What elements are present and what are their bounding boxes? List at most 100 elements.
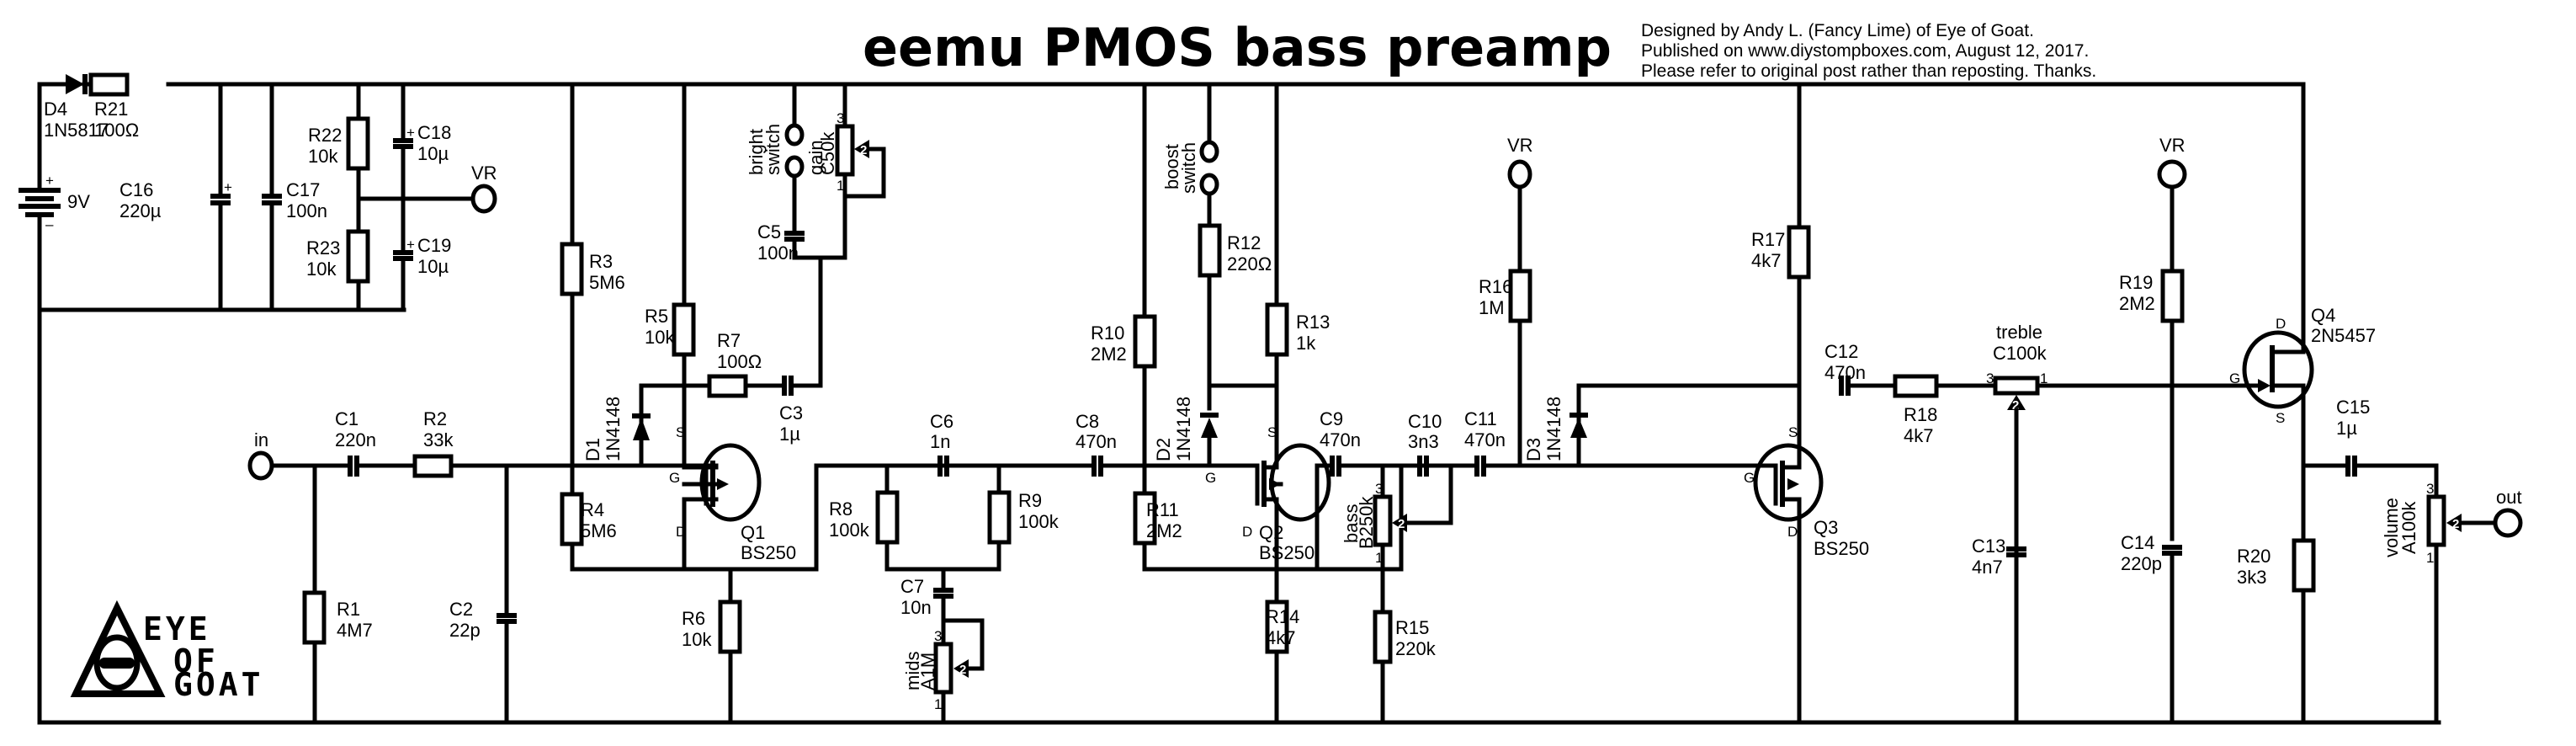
svg-text:D2: D2 [1153, 438, 1174, 461]
svg-text:1µ: 1µ [779, 424, 800, 445]
svg-text:G: G [2229, 370, 2240, 386]
resistor-r6: R6 10k [682, 567, 742, 725]
resistor-r15: R15 220k [1373, 610, 1437, 725]
mosfet-q2: S G D Q2 BS250 [1205, 424, 1331, 572]
resistor-r19: R19 2M2 [2119, 185, 2185, 541]
svg-text:C6: C6 [930, 411, 953, 432]
svg-text:S: S [1788, 424, 1798, 440]
capacitor-c6: C6 1n [930, 411, 953, 477]
svg-text:Q3: Q3 [1814, 517, 1838, 538]
svg-text:3: 3 [934, 628, 942, 644]
svg-text:C7: C7 [900, 576, 924, 597]
svg-text:10µ: 10µ [417, 256, 449, 277]
svg-text:R4: R4 [581, 499, 604, 520]
resistor-r3: R3 5M6 [560, 82, 625, 497]
svg-text:C12: C12 [1824, 341, 1858, 362]
eye-of-goat-logo: EYE OF GOAT [70, 599, 261, 703]
svg-text:B250k: B250k [1356, 496, 1377, 549]
capacitor-c1: C1 220n [335, 408, 417, 477]
vr-terminal-r16[interactable]: VR [1507, 135, 1533, 189]
resistor-r17: R17 4k7 [1751, 82, 1811, 441]
svg-text:D3: D3 [1523, 438, 1544, 461]
svg-text:C100k: C100k [1993, 343, 2048, 364]
svg-text:3: 3 [837, 110, 844, 126]
svg-text:1N4148: 1N4148 [603, 397, 624, 461]
input-jack[interactable]: in [247, 429, 274, 481]
svg-text:C18: C18 [417, 122, 451, 143]
output-jack[interactable]: out [2493, 487, 2523, 538]
svg-text:D: D [1242, 524, 1252, 540]
resistor-r13: R13 1k [1265, 82, 1330, 441]
svg-text:VR: VR [471, 163, 497, 184]
svg-text:3: 3 [1375, 481, 1383, 497]
svg-text:100n: 100n [286, 200, 327, 221]
svg-text:C50k: C50k [817, 131, 838, 175]
treble-pot[interactable]: 2 3 1 treble C100k [1986, 322, 2266, 725]
svg-text:10k: 10k [308, 146, 338, 167]
svg-text:5M6: 5M6 [589, 272, 625, 293]
battery-9v: + – 9V [19, 109, 90, 232]
svg-text:C17: C17 [286, 179, 320, 200]
svg-text:C5: C5 [757, 221, 781, 242]
svg-text:BS250: BS250 [741, 542, 796, 563]
vr-terminal-supply[interactable]: VR [356, 163, 497, 214]
svg-text:4k7: 4k7 [1266, 627, 1295, 648]
svg-text:G: G [1205, 470, 1216, 486]
svg-text:R8: R8 [829, 498, 852, 520]
svg-text:R16: R16 [1479, 276, 1512, 297]
svg-text:in: in [254, 429, 268, 450]
svg-text:switch: switch [762, 124, 783, 175]
boost-switch[interactable]: boost switch [1161, 82, 1219, 228]
svg-text:2M2: 2M2 [1146, 520, 1182, 541]
svg-text:2: 2 [959, 663, 966, 677]
resistor-r20: R20 3k3 [2237, 463, 2316, 725]
svg-text:10k: 10k [682, 629, 712, 650]
svg-text:G: G [1744, 470, 1755, 486]
svg-text:C3: C3 [779, 402, 803, 424]
svg-text:220n: 220n [335, 429, 376, 450]
resistor-r10: R10 2M2 [1091, 82, 1157, 496]
volume-pot[interactable]: 2 3 1 volume A100k [2381, 481, 2498, 725]
bass-pot[interactable]: 2 3 1 bass B250k [1341, 463, 1453, 615]
svg-text:R20: R20 [2237, 546, 2271, 567]
mids-pot[interactable]: 2 3 1 mids A1M [902, 618, 985, 725]
svg-text:2: 2 [1398, 517, 1405, 531]
svg-text:S: S [676, 424, 685, 440]
svg-text:C15: C15 [2336, 397, 2370, 418]
svg-text:1M: 1M [1479, 297, 1505, 318]
page-title: eemu PMOS bass preamp [863, 17, 1612, 78]
vr-terminal-r19[interactable]: VR [2157, 135, 2187, 189]
svg-text:G: G [669, 470, 680, 486]
jfet-q4: D G S Q4 2N5457 [2229, 305, 2376, 468]
svg-text:BS250: BS250 [1814, 538, 1869, 559]
svg-text:1: 1 [837, 178, 844, 194]
rails [37, 82, 2441, 725]
svg-text:+: + [406, 237, 415, 253]
bright-switch[interactable]: bright switch [746, 82, 805, 235]
capacitor-c7: C7 10n [900, 567, 953, 647]
svg-text:1: 1 [934, 696, 942, 712]
svg-text:R11: R11 [1146, 499, 1179, 520]
svg-text:220Ω: 220Ω [1227, 253, 1272, 274]
capacitor-c9: C9 470n [1315, 408, 1443, 572]
resistor-r21: R21 100Ω [82, 72, 139, 141]
svg-text:100Ω: 100Ω [94, 120, 139, 141]
resistor-r16: R16 1M [1479, 185, 1532, 468]
svg-text:bright: bright [746, 129, 767, 175]
svg-text:S: S [2276, 410, 2285, 426]
svg-text:D1: D1 [582, 438, 603, 461]
svg-text:1N4148: 1N4148 [1543, 397, 1564, 461]
svg-text:1k: 1k [1296, 333, 1316, 354]
gain-pot[interactable]: 2 3 1 gain C50k [805, 82, 886, 199]
capacitor-c15: C15 1µ [2301, 397, 2439, 499]
svg-text:1n: 1n [930, 431, 950, 452]
svg-text:BS250: BS250 [1259, 542, 1315, 563]
svg-text:R18: R18 [1904, 404, 1937, 425]
svg-text:gain: gain [805, 140, 826, 175]
svg-text:100n: 100n [757, 242, 799, 264]
credit-line-2: Published on www.diystompboxes.com, Augu… [1641, 41, 2089, 61]
svg-text:2M2: 2M2 [1091, 344, 1127, 365]
svg-text:33k: 33k [423, 429, 454, 450]
capacitor-c11: C11 470n [1464, 408, 1641, 477]
